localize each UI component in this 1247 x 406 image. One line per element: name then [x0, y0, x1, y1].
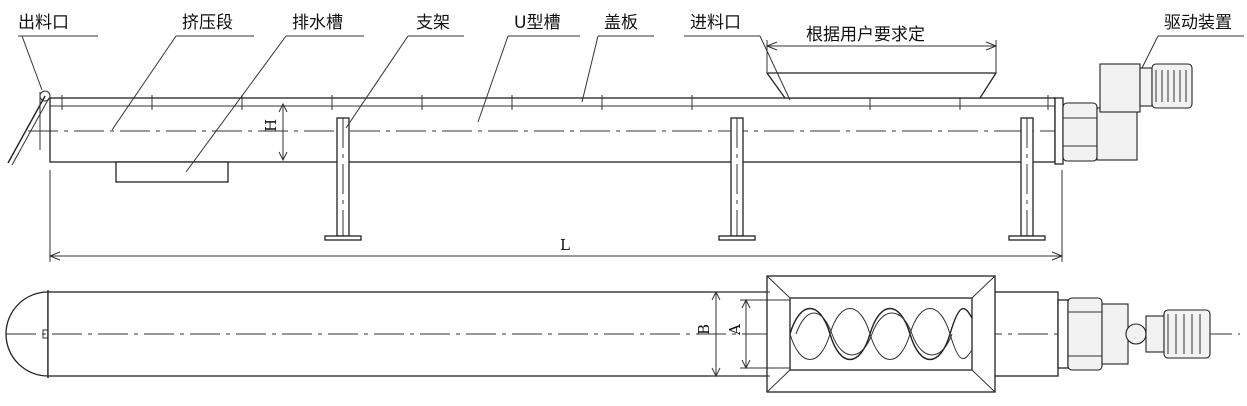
label-outlet: 出料口 — [18, 13, 69, 33]
label-drain-trough: 排水槽 — [292, 13, 343, 33]
side-elevation: H L 根据用户要求定 — [7, 25, 1193, 262]
plan-view: B A — [5, 275, 1240, 393]
outlet-flap — [7, 90, 51, 166]
inner-width-dimension: A — [726, 298, 790, 370]
feed-inlet-hopper — [765, 72, 998, 99]
dim-l: L — [560, 236, 570, 254]
dim-h: H — [262, 119, 280, 132]
screw-spiral — [789, 307, 973, 361]
label-user-defined: 根据用户要求定 — [806, 25, 925, 45]
label-squeeze-section: 挤压段 — [182, 13, 233, 33]
label-support: 支架 — [416, 13, 450, 33]
dim-b: B — [695, 324, 713, 335]
inlet-frame — [766, 275, 996, 393]
drive-unit-top — [1054, 63, 1193, 165]
callout-labels: 出料口 挤压段 排水槽 支架 U型槽 盖板 进料口 驱动装置 — [18, 13, 1244, 173]
inlet-width-dimension: 根据用户要求定 — [765, 25, 998, 72]
drive-unit-plan — [1057, 297, 1211, 371]
dim-a: A — [726, 324, 744, 336]
label-cover-plate: 盖板 — [604, 13, 638, 33]
outer-width-dimension: B — [695, 290, 770, 378]
label-u-trough: U型槽 — [514, 13, 560, 33]
label-drive-unit: 驱动装置 — [1164, 13, 1232, 33]
height-dimension: H — [262, 102, 288, 162]
drain-trough — [115, 161, 229, 183]
support-legs — [324, 117, 1046, 241]
length-dimension: L — [48, 170, 1064, 262]
label-feed-inlet: 进料口 — [690, 13, 741, 33]
